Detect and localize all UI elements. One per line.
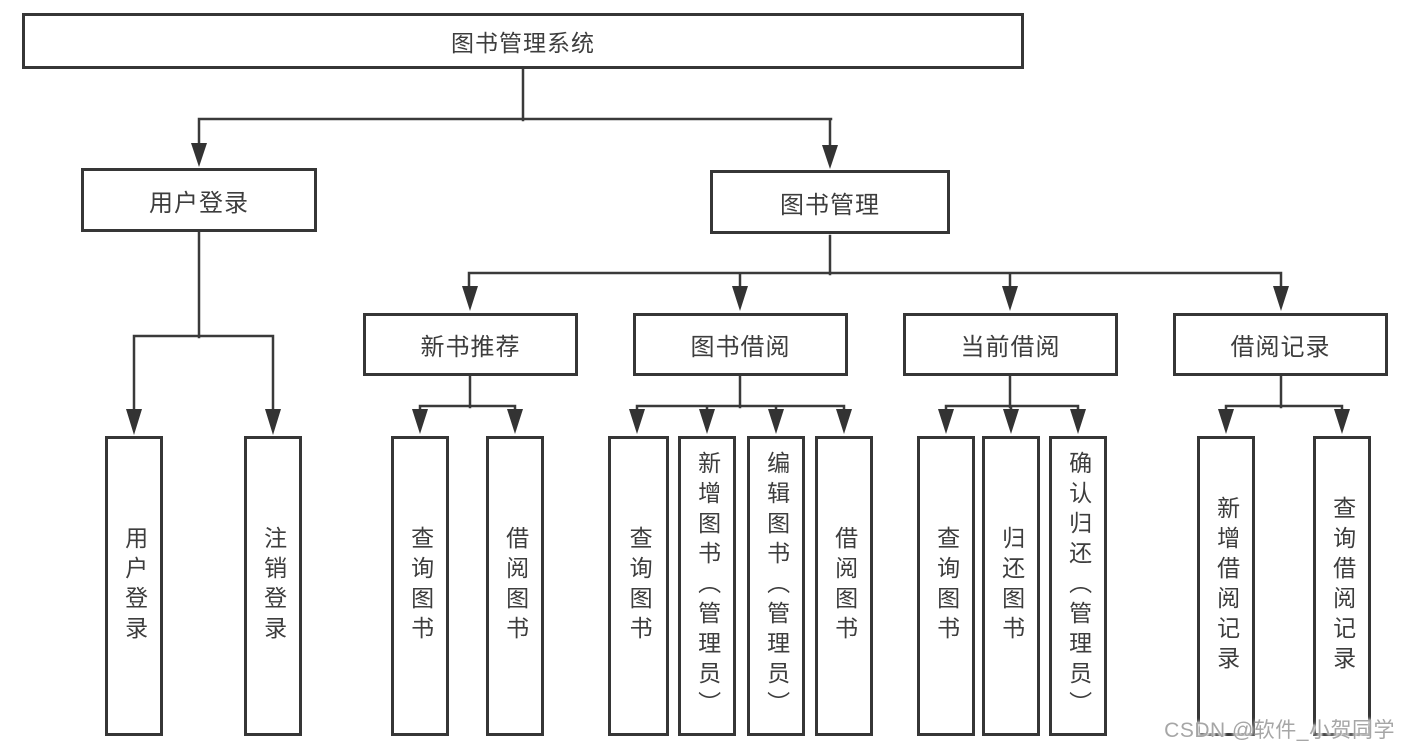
node-label: 用户登录 [149,189,249,217]
node-label: 新增图书（管理员） [694,451,721,721]
node-borrowing-records: 借阅记录 [1173,313,1388,376]
node-label: 编辑图书（管理员） [763,451,790,721]
node-book-borrowing: 图书借阅 [633,313,848,376]
node-borrow-books-2: 借阅图书 [815,436,873,736]
node-label: 借阅图书 [831,526,858,646]
node-label: 查询借阅记录 [1329,496,1356,676]
node-label: 注销登录 [260,526,287,646]
node-query-books-borrow: 查询图书 [608,436,669,736]
node-add-borrow-record: 新增借阅记录 [1197,436,1255,736]
node-user-login-module: 用户登录 [81,168,317,232]
node-book-management-module: 图书管理 [710,170,950,234]
node-label: 新书推荐 [420,334,521,361]
node-label: 图书管理系统 [451,30,595,56]
node-current-borrowing: 当前借阅 [903,313,1118,376]
node-confirm-return-admin: 确认归还（管理员） [1049,436,1107,736]
node-label: 归还图书 [998,526,1025,646]
node-query-books: 查询图书 [391,436,449,736]
node-query-books-current: 查询图书 [917,436,975,736]
node-user-login: 用户登录 [105,436,163,736]
node-label: 图书管理 [780,191,880,219]
csdn-watermark: CSDN @软件_小贺同学 [1164,719,1395,742]
node-label: 查询图书 [407,526,434,646]
node-return-books: 归还图书 [982,436,1040,736]
node-label: 确认归还（管理员） [1065,451,1092,721]
node-label: 查询图书 [933,526,960,646]
node-borrow-books: 借阅图书 [486,436,544,736]
node-label: 当前借阅 [960,334,1061,361]
node-label: 用户登录 [121,526,148,646]
node-label: 借阅记录 [1230,334,1331,361]
node-label: 新增借阅记录 [1213,496,1240,676]
node-edit-books-admin: 编辑图书（管理员） [747,436,805,736]
node-query-borrow-record: 查询借阅记录 [1313,436,1371,736]
node-new-book-recommendation: 新书推荐 [363,313,578,376]
node-logout: 注销登录 [244,436,302,736]
node-add-books-admin: 新增图书（管理员） [678,436,736,736]
node-label: 图书借阅 [690,334,791,361]
node-label: 查询图书 [626,526,653,646]
node-library-system: 图书管理系统 [22,13,1024,69]
node-label: 借阅图书 [502,526,529,646]
